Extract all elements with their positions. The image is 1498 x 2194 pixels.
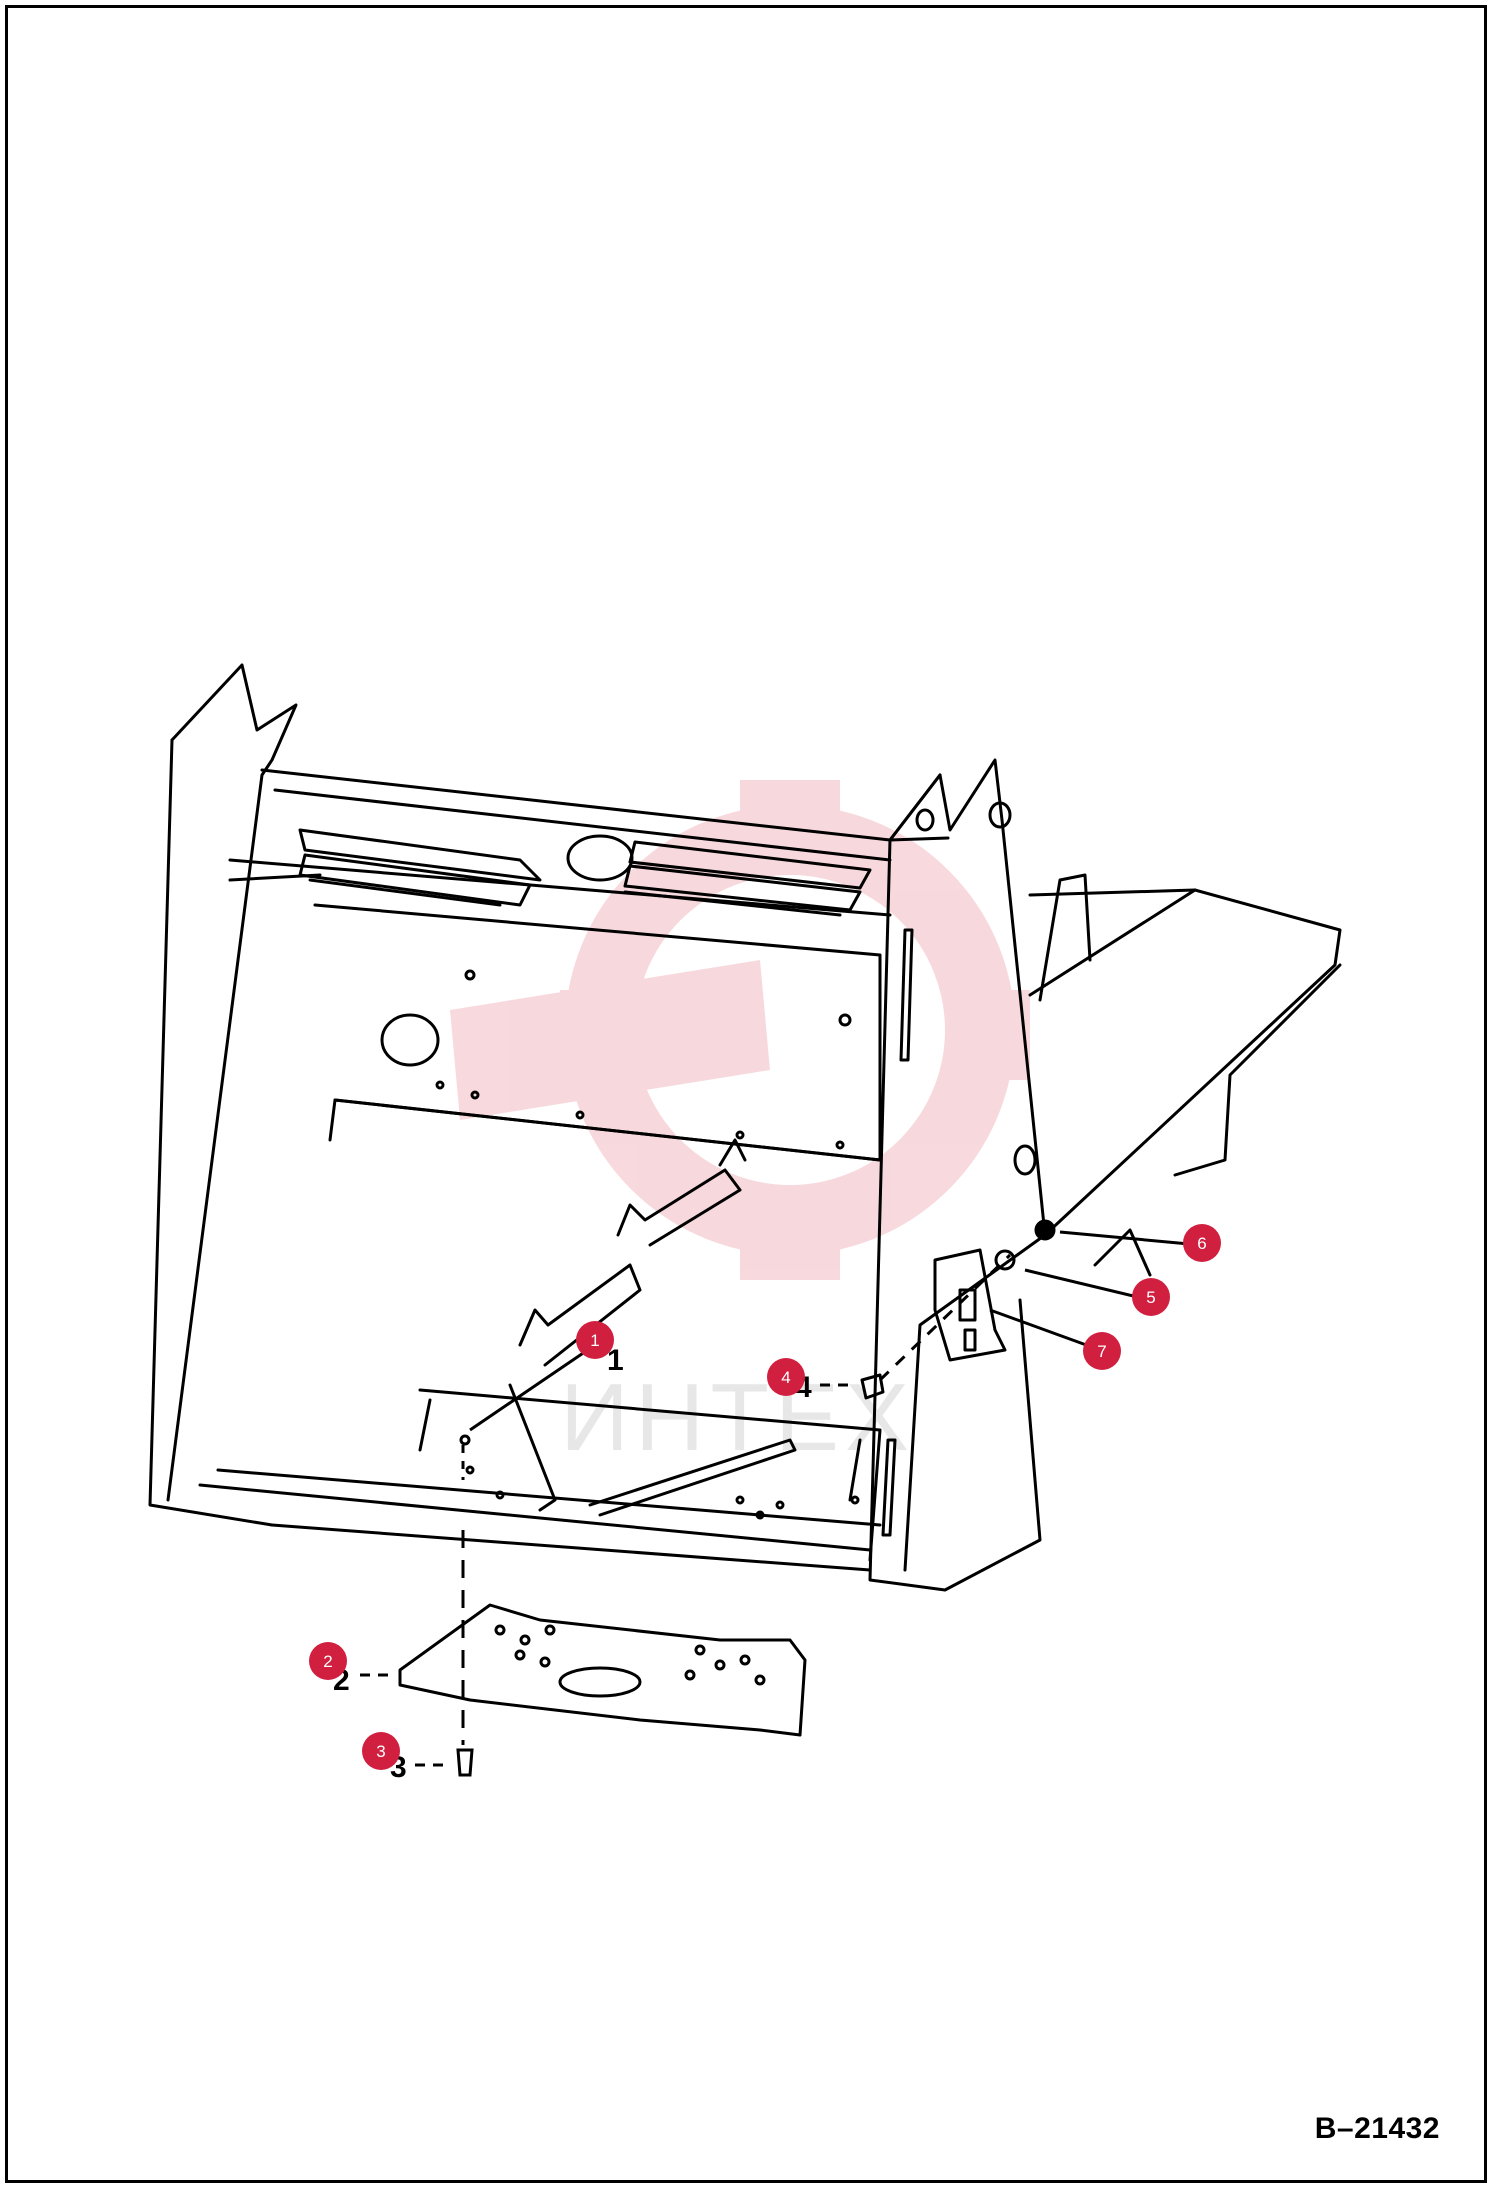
svg-text:3: 3 [376,1742,385,1761]
svg-text:1: 1 [590,1331,599,1350]
drawing-frame [5,5,1487,2183]
svg-text:4: 4 [781,1368,790,1387]
svg-text:5: 5 [1146,1288,1155,1307]
callout-5[interactable]: 5 [1132,1278,1170,1316]
callout-6[interactable]: 6 [1183,1224,1221,1262]
assembly-lines [360,1230,1201,1767]
callout-7[interactable]: 7 [1083,1332,1121,1370]
callout-markers: 1 2 3 4 5 6 7 [309,1224,1221,1770]
svg-text:6: 6 [1197,1234,1206,1253]
part-number-1: 1 [607,1344,624,1377]
callout-4[interactable]: 4 [767,1358,805,1396]
callout-3[interactable]: 3 [362,1732,400,1770]
svg-text:7: 7 [1097,1342,1106,1361]
bottom-plate-part [398,1603,807,1737]
callout-2[interactable]: 2 [309,1642,347,1680]
bolt-part [456,1748,474,1777]
watermark-logo [450,780,1030,1280]
loader-frame [148,663,1342,1592]
callout-1[interactable]: 1 [576,1321,614,1359]
drawing-reference-id: B–21432 [1314,2112,1440,2145]
svg-text:2: 2 [323,1652,332,1671]
